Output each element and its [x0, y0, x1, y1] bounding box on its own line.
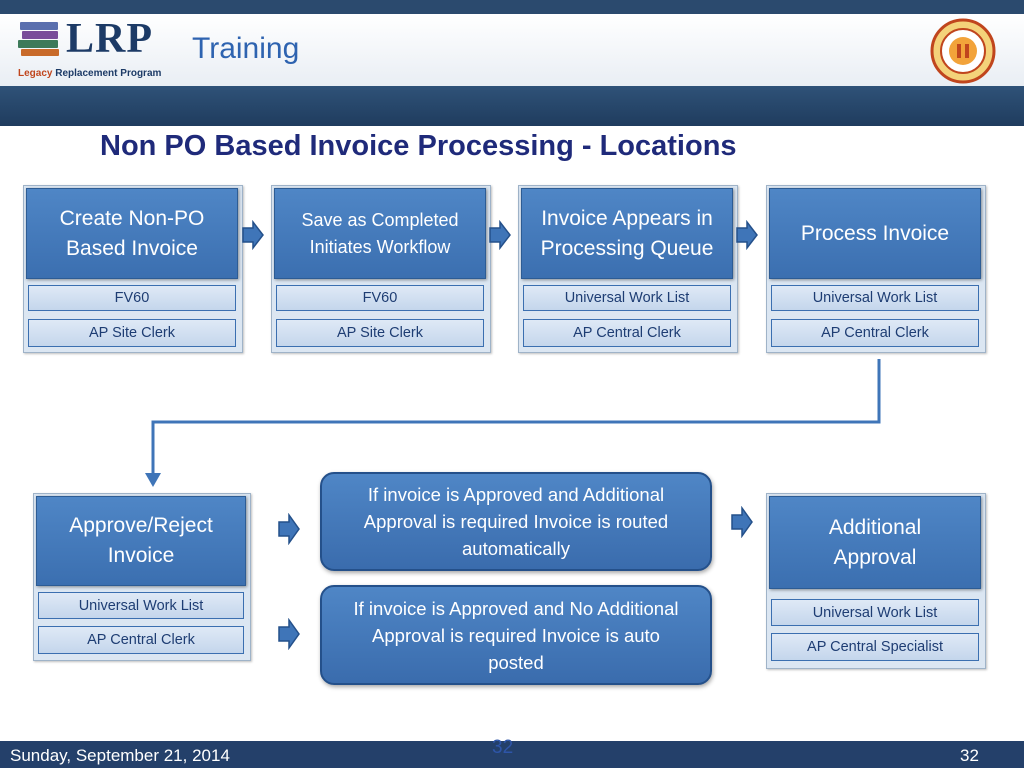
- step-system: Universal Work List: [771, 599, 979, 626]
- step-system: Universal Work List: [523, 285, 731, 311]
- step-role: AP Central Clerk: [771, 319, 979, 347]
- page-title: Non PO Based Invoice Processing - Locati…: [100, 130, 737, 162]
- step-save-completed: Save as Completed Initiates Workflow FV6…: [271, 185, 491, 353]
- connector-arrow: [145, 359, 881, 487]
- arrow-right-icon: [731, 506, 753, 538]
- step-role: AP Central Specialist: [771, 633, 979, 661]
- step-label: Save as Completed Initiates Workflow: [274, 188, 486, 279]
- arrow-right-icon: [489, 220, 511, 250]
- step-label: Additional Approval: [769, 496, 981, 589]
- step-role: AP Central Clerk: [523, 319, 731, 347]
- step-label: Invoice Appears in Processing Queue: [521, 188, 733, 279]
- step-processing-queue: Invoice Appears in Processing Queue Univ…: [518, 185, 738, 353]
- section-title: Training: [192, 32, 300, 65]
- step-label: Process Invoice: [769, 188, 981, 279]
- step-label: Approve/Reject Invoice: [36, 496, 246, 586]
- step-label: Create Non-PO Based Invoice: [26, 188, 238, 279]
- step-system: Universal Work List: [771, 285, 979, 311]
- step-role: AP Site Clerk: [276, 319, 484, 347]
- step-approve-reject: Approve/Reject Invoice Universal Work Li…: [33, 493, 251, 661]
- arrow-right-icon: [278, 513, 300, 545]
- header-bar: [0, 86, 1024, 126]
- school-seal-icon: [930, 18, 996, 84]
- step-system: Universal Work List: [38, 592, 244, 619]
- logo-subtitle: Legacy Replacement Program: [18, 68, 162, 79]
- step-process-invoice: Process Invoice Universal Work List AP C…: [766, 185, 986, 353]
- outcome-routed: If invoice is Approved and Additional Ap…: [320, 472, 712, 571]
- footer-date: Sunday, September 21, 2014: [10, 746, 230, 765]
- arrow-right-icon: [278, 618, 300, 650]
- header-banner: [0, 14, 1024, 86]
- step-create-invoice: Create Non-PO Based Invoice FV60 AP Site…: [23, 185, 243, 353]
- arrow-right-icon: [242, 220, 264, 250]
- books-logo-icon: [18, 16, 62, 60]
- footer-bar: [0, 741, 1024, 768]
- footer-page-number: 32: [960, 746, 979, 765]
- step-system: FV60: [28, 285, 236, 311]
- arrow-right-icon: [736, 220, 758, 250]
- footer-slide-number: 32: [492, 737, 514, 758]
- step-additional-approval: Additional Approval Universal Work List …: [766, 493, 986, 669]
- logo-text: LRP: [66, 16, 153, 62]
- step-role: AP Central Clerk: [38, 626, 244, 654]
- outcome-auto-posted: If invoice is Approved and No Additional…: [320, 585, 712, 685]
- step-system: FV60: [276, 285, 484, 311]
- step-role: AP Site Clerk: [28, 319, 236, 347]
- top-strip: [0, 0, 1024, 14]
